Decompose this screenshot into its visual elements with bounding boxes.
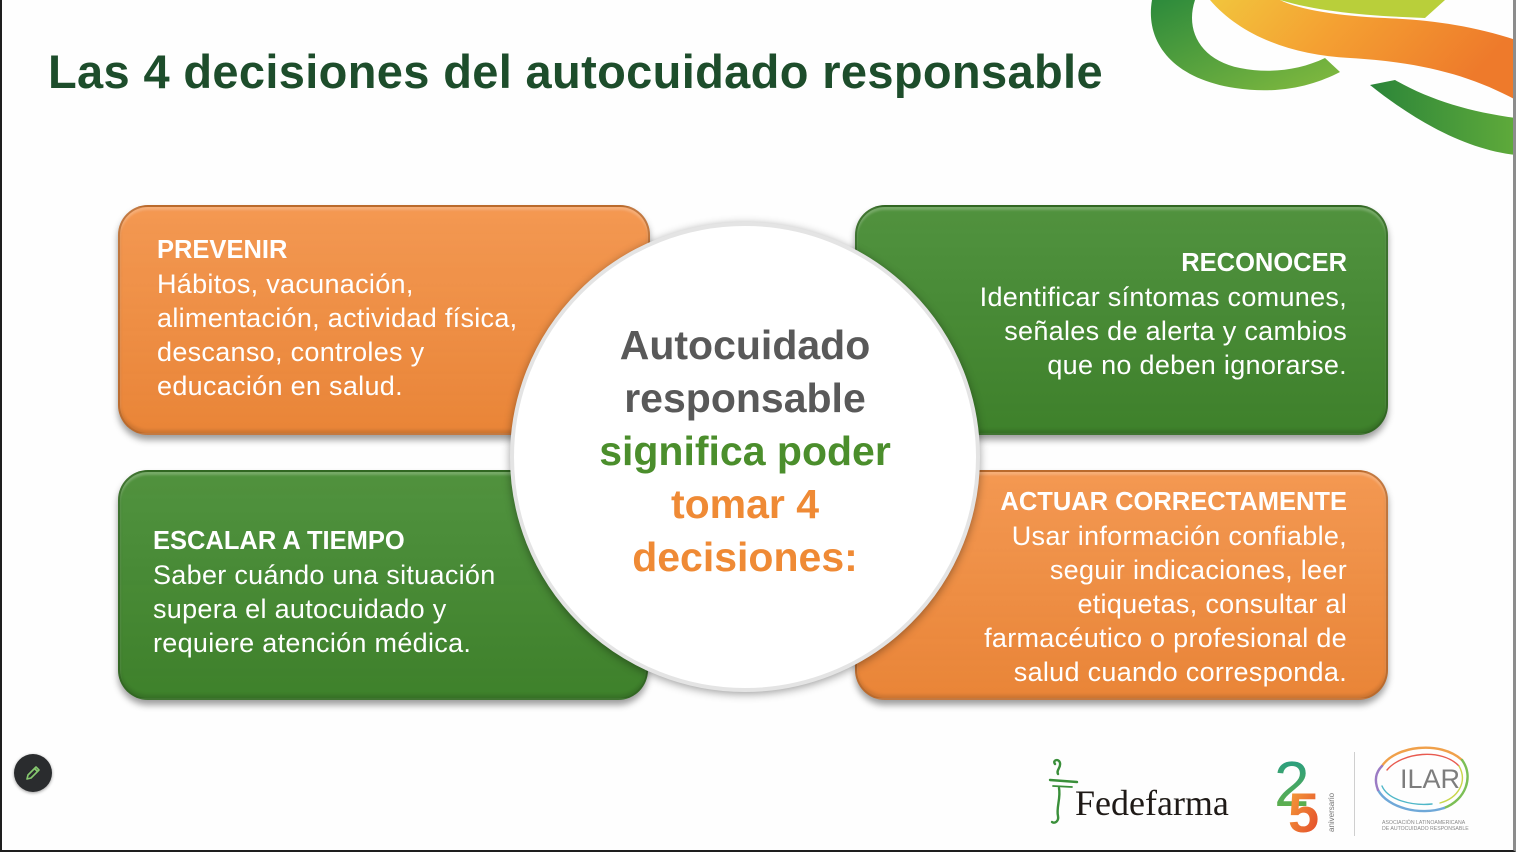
center-line: decisiones: xyxy=(632,534,858,580)
ilar-tagline-line: DE AUTOCUIDADO RESPONSABLE xyxy=(1382,826,1469,832)
decision-heading: ACTUAR CORRECTAMENTE xyxy=(1000,488,1347,516)
annotate-pen-button[interactable] xyxy=(14,754,52,792)
decision-heading: RECONOCER xyxy=(1181,249,1347,277)
decision-line: alimentación, actividad física, xyxy=(157,303,518,333)
ilar-logo-text: ILAR xyxy=(1400,764,1460,794)
decision-line: descanso, controles y xyxy=(157,337,425,367)
decision-line: etiquetas, consultar al xyxy=(1077,589,1347,619)
decision-line: Usar información confiable, xyxy=(1011,521,1347,551)
anniversary-digit-two: 2 xyxy=(1274,748,1310,820)
decision-heading: ESCALAR A TIEMPO xyxy=(153,527,405,555)
decision-line: Identificar síntomas comunes, xyxy=(979,282,1347,312)
ilar-tagline-line: ASOCIACIÓN LATINOAMERICANA xyxy=(1382,819,1466,826)
fedefarma-logo-text: Fedefarma xyxy=(1075,783,1229,823)
center-line: Autocuidado xyxy=(619,322,871,368)
decision-line: señales de alerta y cambios xyxy=(1004,316,1347,346)
anniversary-caption: aniversario xyxy=(1327,792,1336,832)
decision-line: supera el autocuidado y xyxy=(153,594,447,624)
center-line: responsable xyxy=(624,375,866,421)
decision-text-prevenir: PREVENIR Hábitos, vacunación, alimentaci… xyxy=(157,233,517,403)
decision-text-actuar: ACTUAR CORRECTAMENTE Usar información co… xyxy=(984,485,1347,689)
anniversary-digit-five: 5 xyxy=(1288,781,1319,836)
decision-card-actuar xyxy=(855,470,1388,700)
pencil-icon xyxy=(26,766,40,780)
decision-line: seguir indicaciones, leer xyxy=(1049,555,1347,585)
decision-line: educación en salud. xyxy=(157,371,403,401)
decision-line: Hábitos, vacunación, xyxy=(157,269,414,299)
decision-text-reconocer: RECONOCER Identificar síntomas comunes, … xyxy=(980,246,1347,382)
decision-line: Saber cuándo una situación xyxy=(153,560,496,590)
decision-line: farmacéutico o profesional de xyxy=(984,623,1347,653)
fedefarma-symbol-icon xyxy=(1048,758,1079,824)
slide-title: Las 4 decisiones del autocuidado respons… xyxy=(48,45,1103,98)
decision-line: salud cuando corresponda. xyxy=(1013,657,1347,687)
center-line: significa poder xyxy=(599,428,891,474)
decision-line: que no deben ignorarse. xyxy=(1047,350,1347,380)
center-circle xyxy=(510,222,980,692)
anniversary-25-logo: 2 5 aniversario xyxy=(1274,748,1336,836)
center-statement: Autocuidado responsable significa poder … xyxy=(510,319,980,584)
logo-divider xyxy=(1354,752,1355,836)
decision-line: requiere atención médica. xyxy=(153,628,472,658)
ilar-logo: ILAR ASOCIACIÓN LATINOAMERICANA DE AUTOC… xyxy=(1374,746,1469,832)
ribbon-decoration xyxy=(1150,0,1516,155)
decision-heading: PREVENIR xyxy=(157,236,288,264)
decision-text-escalar: ESCALAR A TIEMPO Saber cuándo una situac… xyxy=(153,524,496,660)
center-line: tomar 4 xyxy=(670,481,820,527)
